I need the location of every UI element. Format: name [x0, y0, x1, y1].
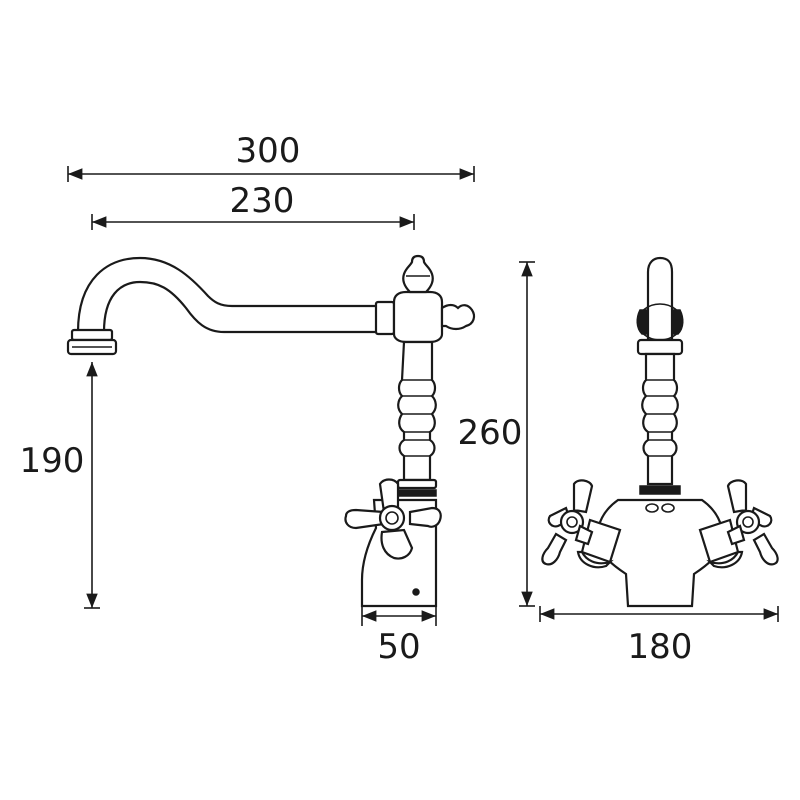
column-shaft: [397, 340, 437, 482]
dimension-label-190: 190: [20, 441, 85, 481]
side-knob: [440, 303, 476, 331]
tap-side-view: [66, 254, 476, 608]
dimension-label-50: 50: [377, 627, 420, 667]
dimension-label-230: 230: [230, 181, 295, 221]
dimension-260: 260: [458, 261, 535, 607]
dimension-300: 300: [67, 131, 475, 182]
dimension-label-300: 300: [236, 131, 301, 171]
front-right-valve: [698, 479, 779, 569]
dimension-label-260: 260: [458, 413, 523, 453]
front-left-valve: [541, 479, 622, 569]
column-collar: [396, 478, 438, 490]
tap-front-view: [541, 256, 779, 608]
dimension-190: 190: [20, 362, 100, 609]
front-cross-handle: [344, 478, 442, 560]
front-column-collar: [636, 338, 684, 356]
spout-collar: [374, 300, 396, 336]
front-column-shaft: [641, 352, 679, 486]
dimension-180: 180: [539, 606, 779, 667]
front-column-collar-lower: [639, 485, 681, 495]
column-collar-dark: [397, 489, 437, 497]
body-screw: [412, 588, 420, 596]
spout-outlet-ring: [70, 328, 114, 342]
front-mixer-body: [596, 498, 724, 608]
front-spout: [646, 256, 674, 342]
dimension-50: 50: [361, 606, 437, 667]
spout: [76, 256, 382, 334]
dimension-label-180: 180: [628, 627, 693, 667]
column-head: [392, 290, 444, 344]
top-finial: [402, 254, 434, 294]
dimension-230: 230: [91, 181, 415, 230]
